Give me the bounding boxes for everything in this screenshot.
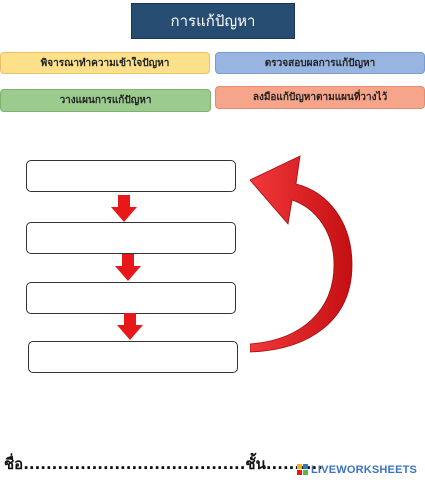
student-name-class-line: ชื่อ....................................…: [4, 455, 323, 473]
answer-drop-slot-3[interactable]: [26, 282, 236, 314]
draggable-card-carry-out-plan[interactable]: ลงมือแก้ปัญหาตามแผนที่วางไว้: [215, 86, 425, 109]
answer-drop-slot-2[interactable]: [26, 222, 236, 254]
arrow-down-icon: [115, 254, 141, 281]
draggable-card-plan-solution[interactable]: วางแผนการแก้ปัญหา: [0, 89, 211, 112]
arrow-down-icon: [111, 195, 137, 222]
answer-drop-slot-1[interactable]: [26, 160, 236, 192]
draggable-card-understand-problem[interactable]: พิจารณาทำความเข้าใจปัญหา: [0, 52, 210, 74]
arrow-down-icon: [117, 313, 143, 340]
liveworksheets-logo-icon: [297, 464, 308, 475]
draggable-card-check-result[interactable]: ตรวจสอบผลการแก้ปัญหา: [215, 52, 425, 74]
curved-return-arrow-icon: [250, 155, 353, 353]
brand-name: LIVEWORKSHEETS: [311, 464, 418, 476]
answer-drop-slot-4[interactable]: [28, 341, 238, 373]
liveworksheets-brand: LIVEWORKSHEETS: [297, 462, 417, 478]
page-title: การแก้ปัญหา: [131, 3, 295, 39]
